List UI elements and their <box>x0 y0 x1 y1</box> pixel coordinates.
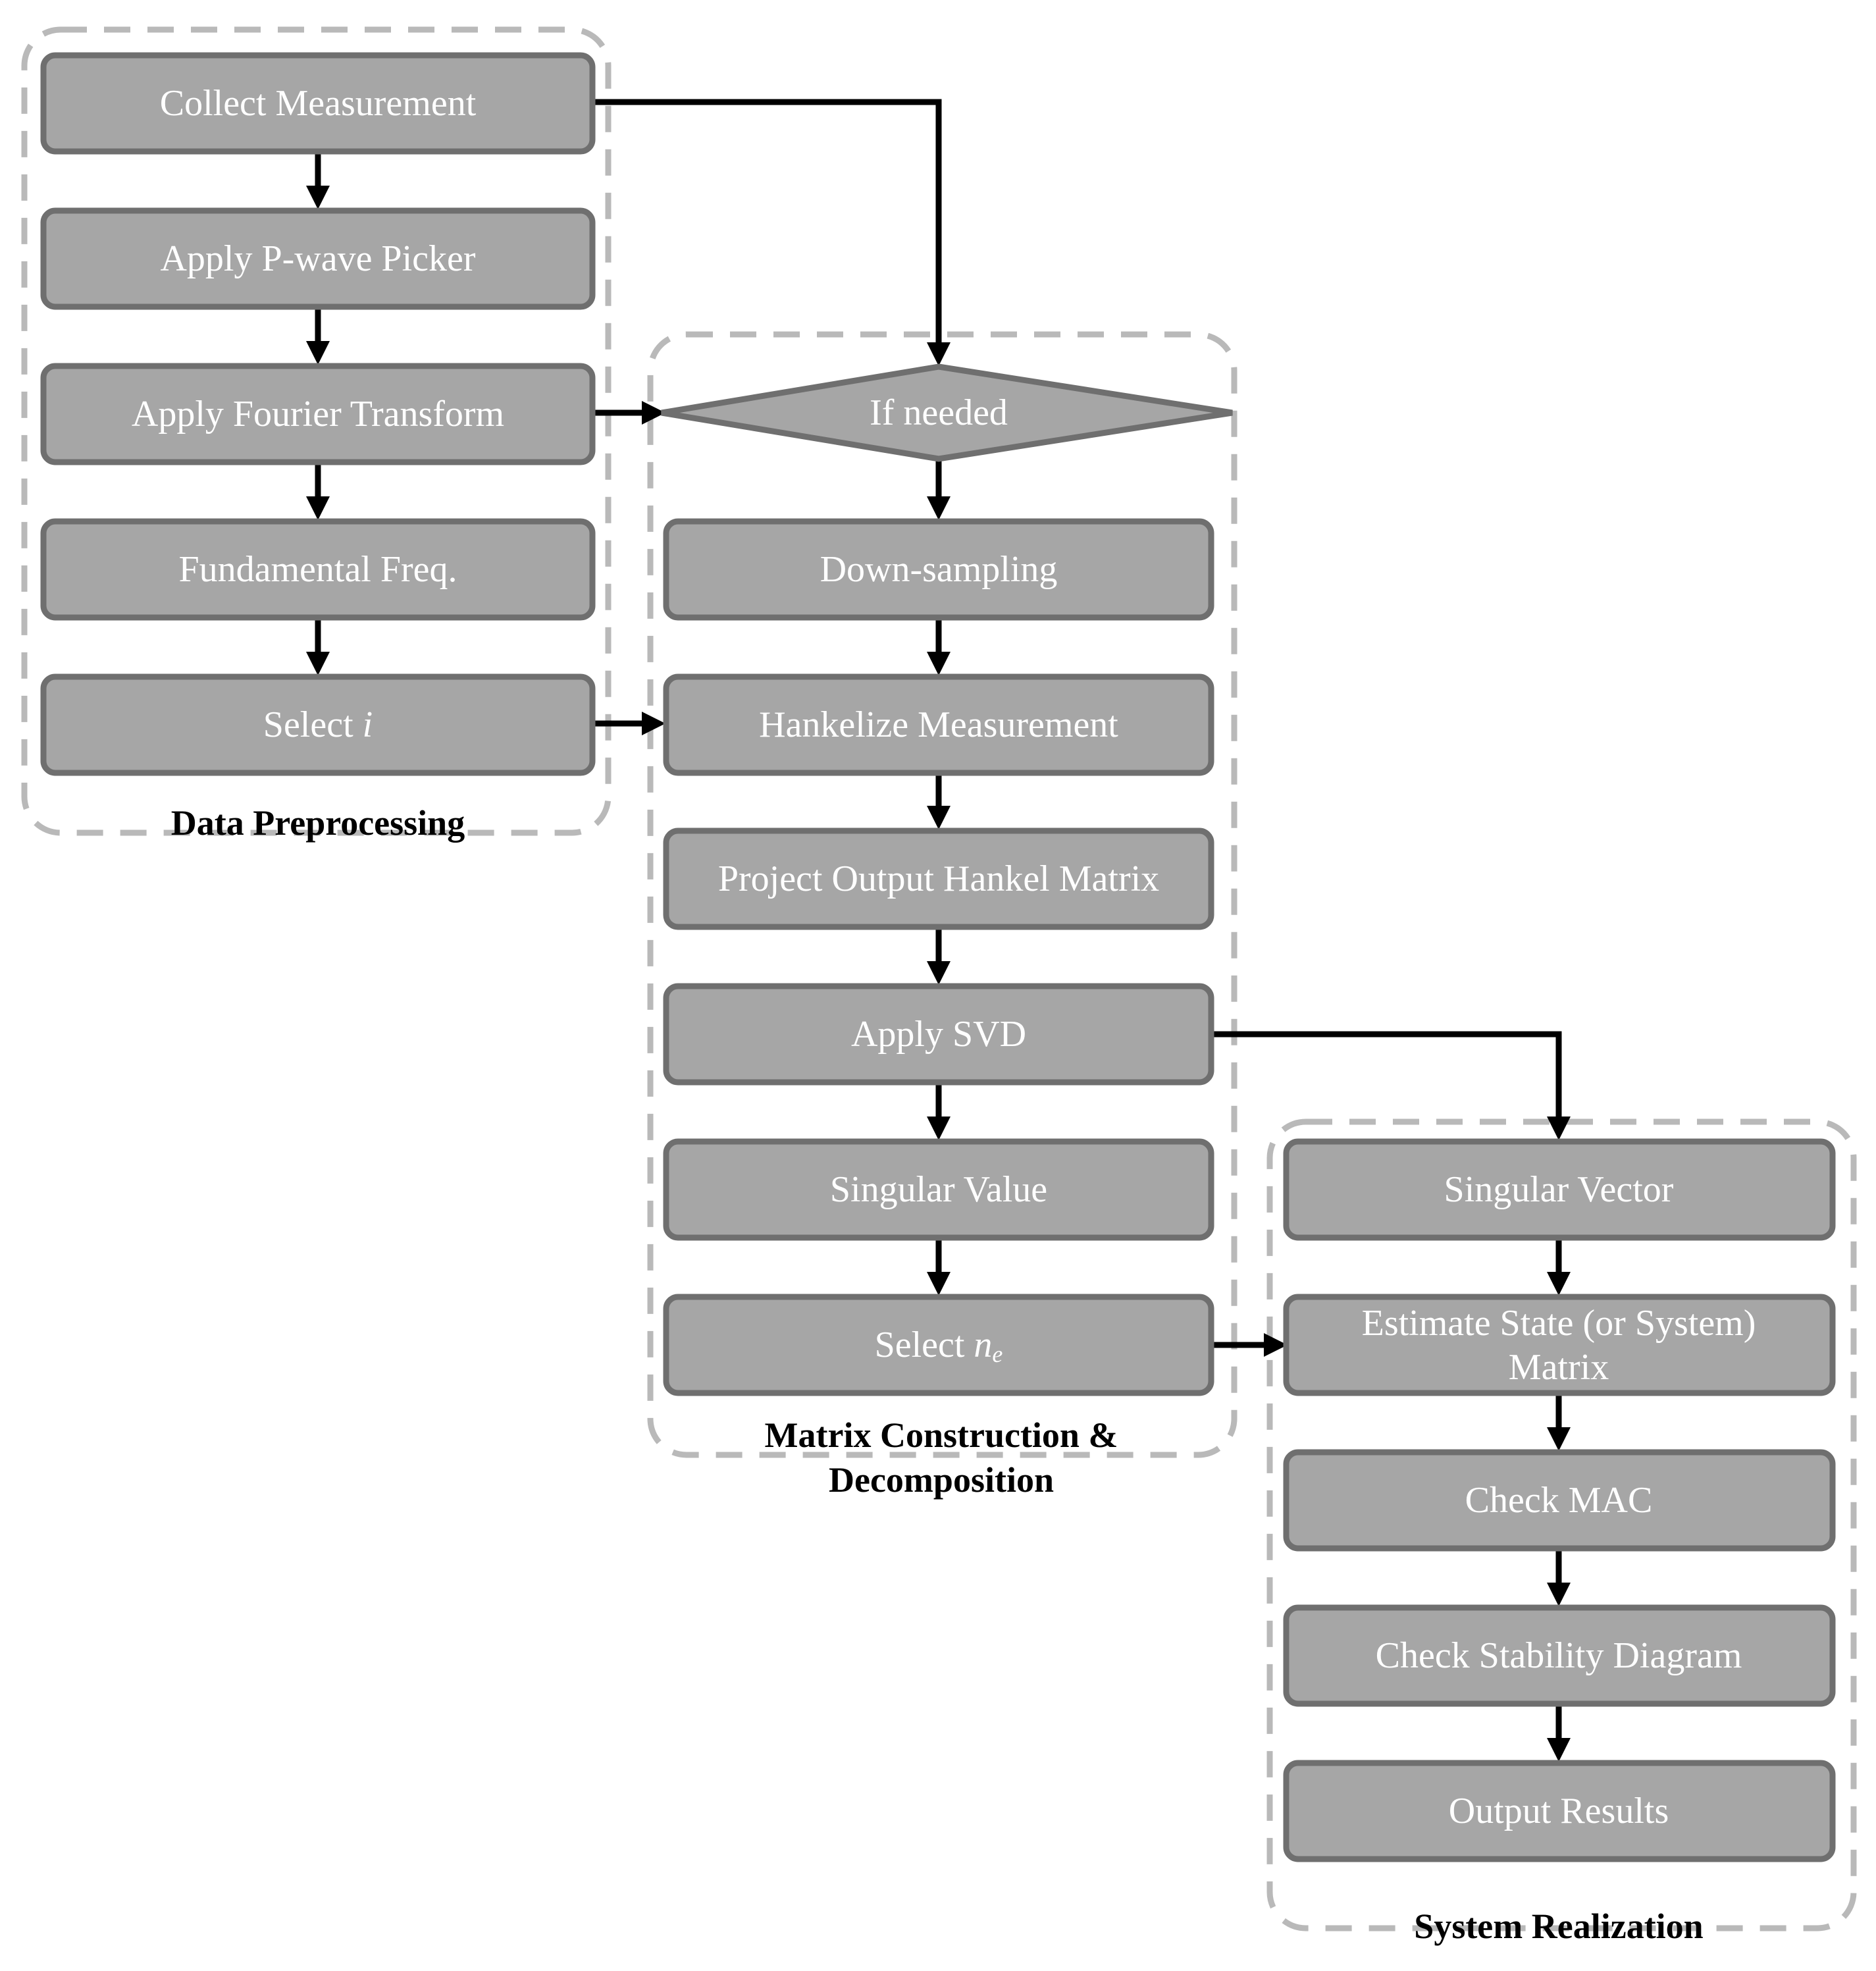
arrowhead-stability-to-output <box>1547 1738 1571 1762</box>
node-if-needed-decision: If needed <box>661 363 1233 462</box>
node-singular-vector: Singular Vector <box>1283 1138 1836 1241</box>
node-fundamental-freq-label: Fundamental Freq. <box>178 549 457 590</box>
node-estimate-state-matrix: Estimate State (or System) Matrix <box>1283 1294 1836 1396</box>
node-estimate-state-label-line1: Estimate State (or System) <box>1362 1303 1756 1344</box>
node-apply-fourier-transform-label: Apply Fourier Transform <box>132 394 504 434</box>
group-label-system-realization: System Realization <box>1414 1906 1703 1946</box>
node-apply-fourier-transform: Apply Fourier Transform <box>40 363 596 465</box>
node-check-mac: Check MAC <box>1283 1449 1836 1552</box>
arrowhead-collect-to-ifneeded <box>927 342 951 366</box>
arrowhead-ifneeded-to-downsampling <box>927 496 951 520</box>
group-label-data-preprocessing: Data Preprocessing <box>171 803 465 843</box>
node-down-sampling-label: Down-sampling <box>820 549 1058 590</box>
arrowhead-mac-to-stability <box>1547 1583 1571 1606</box>
node-check-stability-diagram: Check Stability Diagram <box>1283 1604 1836 1707</box>
node-check-mac-label: Check MAC <box>1465 1480 1653 1521</box>
node-select-ne-label: Select ne <box>875 1325 1003 1367</box>
node-check-stability-diagram-label: Check Stability Diagram <box>1376 1635 1742 1676</box>
node-select-i-variable: i <box>363 704 373 745</box>
group-label-matrix-construction-line2: Decomposition <box>829 1460 1054 1500</box>
arrowhead-fundamental-to-select-i <box>306 652 330 675</box>
node-estimate-state-label-line2: Matrix <box>1509 1347 1609 1388</box>
node-apply-svd-label: Apply SVD <box>851 1014 1026 1055</box>
node-select-i: Select i <box>40 673 596 776</box>
node-down-sampling: Down-sampling <box>663 518 1214 621</box>
arrowhead-svd-to-singular-vector <box>1547 1117 1571 1140</box>
node-collect-measurement-label: Collect Measurement <box>160 83 477 124</box>
node-apply-svd: Apply SVD <box>663 983 1214 1086</box>
arrowhead-hankelize-to-project <box>927 806 951 829</box>
node-output-results: Output Results <box>1283 1760 1836 1862</box>
group-frame-system-realization <box>1266 1118 1857 1932</box>
arrowhead-downsampling-to-hankelize <box>927 652 951 675</box>
arrowhead-estimate-to-mac <box>1547 1427 1571 1451</box>
arrowhead-project-to-svd <box>927 961 951 985</box>
node-singular-value: Singular Value <box>663 1138 1214 1241</box>
arrowhead-select-i-to-hankelize <box>642 712 665 735</box>
arrow-svd-to-singular-vector <box>1211 1031 1562 1117</box>
node-singular-vector-label: Singular Vector <box>1444 1169 1674 1210</box>
node-if-needed-label: If needed <box>870 392 1008 433</box>
group-label-matrix-construction-line1: Matrix Construction & <box>765 1415 1118 1455</box>
node-select-ne: Select ne <box>663 1294 1214 1396</box>
node-hankelize-measurement: Hankelize Measurement <box>663 673 1214 776</box>
node-select-i-prefix: Select <box>263 704 353 745</box>
node-fundamental-freq: Fundamental Freq. <box>40 518 596 621</box>
node-apply-pwave-picker-label: Apply P-wave Picker <box>160 238 475 279</box>
node-collect-measurement: Collect Measurement <box>40 52 596 155</box>
arrowhead-pwave-to-fourier <box>306 341 330 365</box>
node-singular-value-label: Singular Value <box>830 1169 1047 1210</box>
arrowhead-fourier-to-fundamental <box>306 496 330 520</box>
group-frame-matrix-construction <box>647 331 1238 1458</box>
node-select-ne-variable: n <box>974 1325 992 1365</box>
node-project-output-hankel: Project Output Hankel Matrix <box>663 828 1214 930</box>
connectors <box>306 99 1571 1762</box>
node-project-output-hankel-label: Project Output Hankel Matrix <box>718 858 1159 899</box>
arrowhead-singular-value-to-select-ne <box>927 1272 951 1296</box>
arrowhead-collect-to-pwave <box>306 186 330 209</box>
arrowhead-select-ne-to-estimate <box>1264 1333 1288 1357</box>
node-hankelize-measurement-label: Hankelize Measurement <box>759 704 1118 745</box>
arrow-collect-to-ifneeded <box>592 99 942 342</box>
group-frame-data-preprocessing <box>21 26 612 836</box>
arrowhead-svd-to-singular-value <box>927 1117 951 1140</box>
arrowhead-singular-vector-to-estimate <box>1547 1272 1571 1296</box>
node-select-i-label: Select i <box>263 704 373 745</box>
node-apply-pwave-picker: Apply P-wave Picker <box>40 207 596 310</box>
node-select-ne-subscript: e <box>992 1341 1003 1367</box>
node-output-results-label: Output Results <box>1449 1791 1669 1831</box>
node-select-ne-prefix: Select <box>875 1325 965 1365</box>
arrowhead-fourier-to-ifneeded <box>642 401 665 425</box>
